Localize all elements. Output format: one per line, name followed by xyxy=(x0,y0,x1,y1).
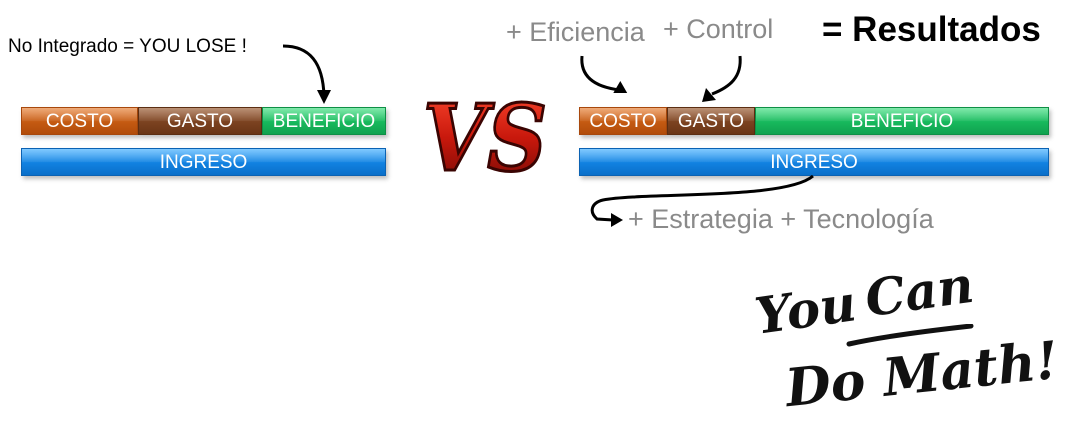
efficiency-arrow xyxy=(580,55,628,94)
left-arrow xyxy=(282,44,331,104)
slogan-underline xyxy=(846,324,974,347)
right-income-label: INGRESO xyxy=(770,152,858,173)
right-cost-label: COSTO xyxy=(589,111,657,132)
left-income-bar: INGRESO xyxy=(21,148,386,176)
left-expense-label: GASTO xyxy=(166,111,234,132)
strategy-annotation: + Estrategia + Tecnología xyxy=(628,204,934,234)
right-expense-segment: GASTO xyxy=(667,107,755,135)
slogan-do-math: Do Math! xyxy=(782,329,1062,420)
slogan: You Can Do Math! xyxy=(745,255,1075,430)
left-income-label: INGRESO xyxy=(159,152,248,173)
right-income-bar: INGRESO xyxy=(579,148,1049,176)
strategy-arrow xyxy=(590,174,814,227)
control-annotation: + Control xyxy=(663,14,774,44)
vs-logo: VS xyxy=(422,83,549,189)
left-cost-label: COSTO xyxy=(45,111,114,132)
right-expense-label: GASTO xyxy=(677,111,745,132)
left-profit-segment: BENEFICIO xyxy=(262,107,386,135)
result-annotation: = Resultados xyxy=(822,10,1041,49)
left-expense-segment: GASTO xyxy=(138,107,262,135)
right-cost-segment: COSTO xyxy=(579,107,667,135)
efficiency-annotation: + Eficiencia xyxy=(506,17,645,47)
control-arrow xyxy=(702,55,742,102)
vs-text: VS xyxy=(423,84,547,188)
left-cost-segment: COSTO xyxy=(21,107,138,135)
right-profit-label: BENEFICIO xyxy=(850,111,954,132)
left-caption: No Integrado = YOU LOSE ! xyxy=(8,36,247,57)
slogan-can: Can xyxy=(861,254,978,329)
slogan-you: You xyxy=(751,273,860,346)
left-profit-label: BENEFICIO xyxy=(272,111,376,132)
right-profit-segment: BENEFICIO xyxy=(755,107,1049,135)
